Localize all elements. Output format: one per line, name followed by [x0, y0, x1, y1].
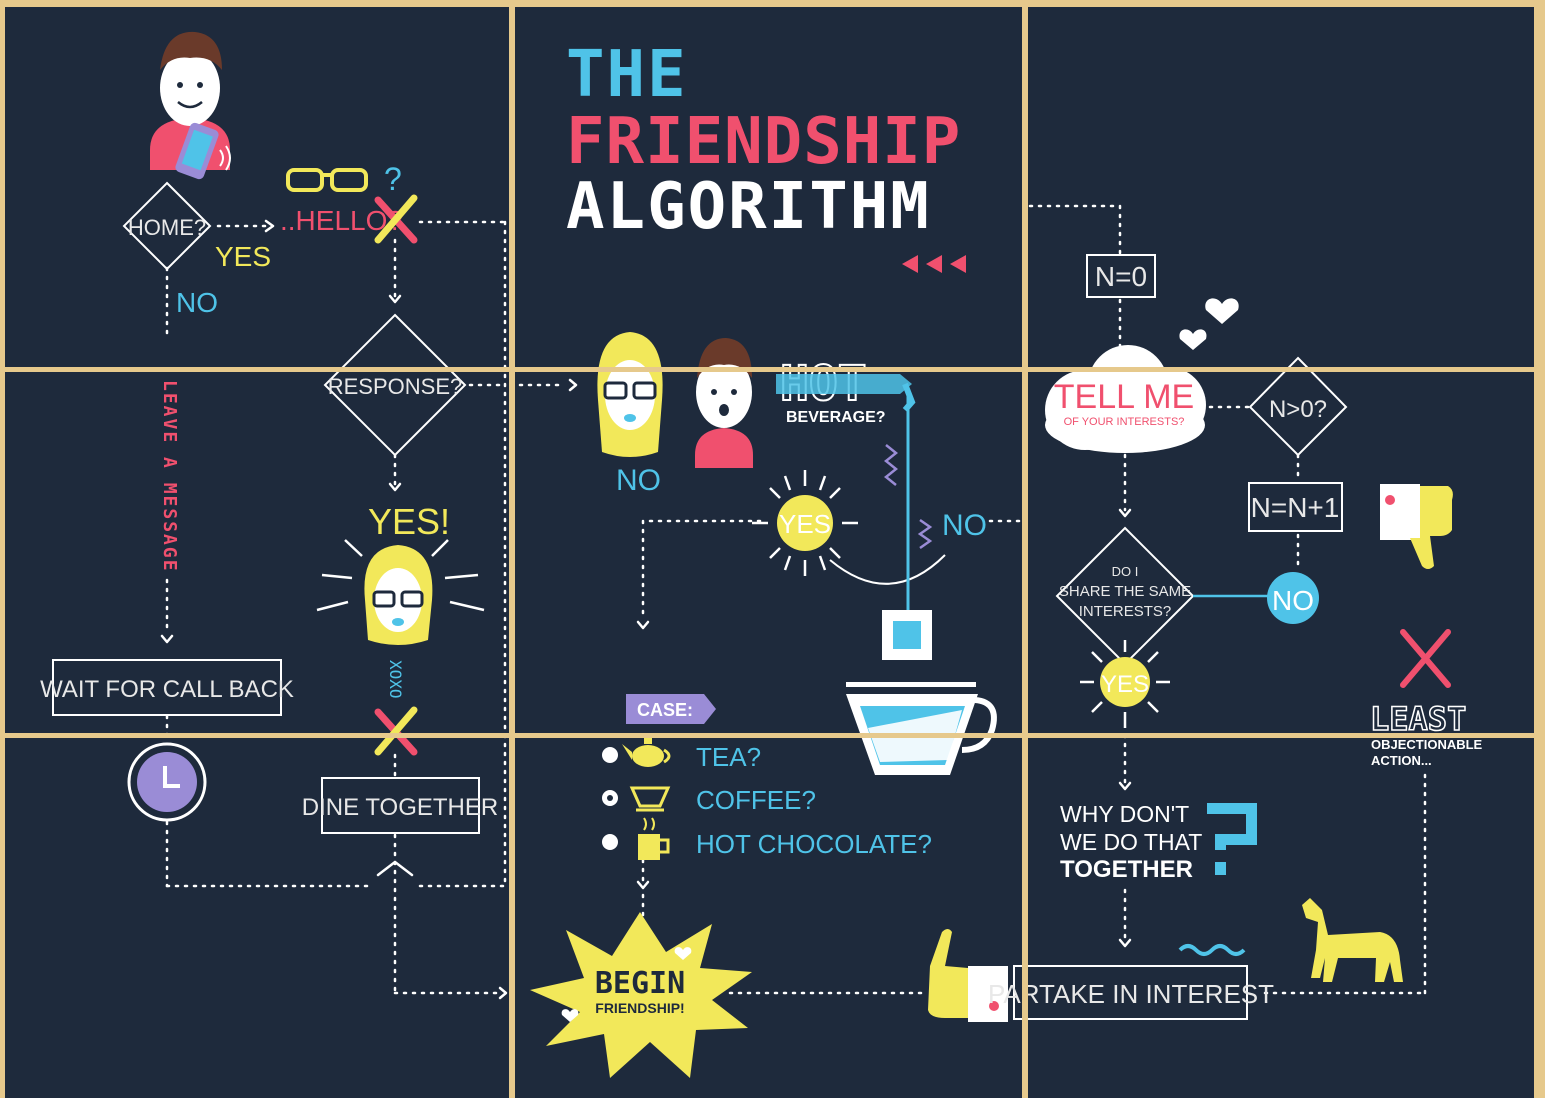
tell-me-label: TELL ME	[1054, 378, 1194, 416]
cross-icon	[1400, 629, 1451, 688]
yes-sun-label: YES	[779, 509, 831, 539]
yes-small-label: YES	[215, 241, 271, 272]
horse-icon	[1302, 898, 1403, 982]
no-beverage-label: NO	[616, 464, 661, 497]
xoxo-label: XOXO	[386, 660, 405, 699]
heart-icon	[674, 947, 692, 960]
share-line-2: SHARE THE SAME	[1059, 583, 1191, 600]
leave-message-label: LEAVE A MESSAGE	[159, 380, 180, 573]
option-tea: TEA?	[602, 738, 761, 772]
question-mark: ?	[384, 161, 402, 197]
case-label: CASE:	[637, 700, 693, 720]
begin-label: BEGIN	[595, 966, 685, 1001]
cloud-icon: TELL ME OF YOUR INTERESTS?	[1045, 345, 1206, 453]
wave-icon	[1178, 944, 1246, 956]
home-label: HOME?	[128, 215, 206, 240]
thumbs-down-icon	[1380, 484, 1453, 569]
n-zero-box: N=0	[1086, 254, 1156, 298]
no-circle-label: NO	[1272, 585, 1314, 616]
clock-icon	[127, 742, 207, 822]
action-label: ACTION...	[1371, 753, 1432, 768]
fork-knife-icon	[374, 194, 418, 244]
case-tag: CASE:	[626, 694, 716, 724]
why-line-3: TOGETHER	[1060, 856, 1193, 883]
teabag-icon	[882, 610, 932, 660]
n-increment-label: N=N+1	[1251, 492, 1340, 523]
n-increment-box: N=N+1	[1248, 482, 1343, 532]
title-block: THE FRIENDSHIP ALGORITHM	[566, 38, 966, 273]
woman-avatar-icon	[316, 539, 485, 645]
yes-big-label: YES!	[368, 501, 450, 542]
heart-icon	[1205, 298, 1239, 324]
woman-avatar-icon	[597, 332, 663, 457]
friendship-label: FRIENDSHIP!	[595, 1000, 684, 1016]
title-line-algorithm: ALGORITHM	[566, 170, 931, 244]
man-avatar-icon	[695, 338, 753, 468]
response-decision: RESPONSE?	[323, 313, 467, 457]
n-zero-label: N=0	[1095, 261, 1147, 292]
objectionable-label: OBJECTIONABLE	[1371, 737, 1483, 752]
radio-tea	[602, 747, 618, 763]
thumbs-up-icon	[928, 929, 1008, 1022]
arrow-left-icon	[902, 255, 966, 273]
tell-me-sub-label: OF YOUR INTERESTS?	[1064, 416, 1185, 428]
title-line-friendship: FRIENDSHIP	[566, 105, 961, 179]
no-small-label: NO	[176, 287, 218, 318]
sun-icon: YES	[1080, 640, 1170, 728]
why-line-1: WHY DON'T	[1060, 801, 1189, 827]
wait-call-back-box: WAIT FOR CALL BACK	[40, 659, 294, 716]
heart-icon	[561, 1009, 579, 1022]
no-right-label: NO	[942, 509, 987, 542]
partake-box: PARTAKE IN INTEREST	[988, 965, 1274, 1020]
share-line-1: DO I	[1112, 564, 1139, 579]
least-label: LEAST	[1370, 700, 1466, 738]
option-tea-label: TEA?	[696, 742, 761, 772]
option-hot-chocolate: HOT CHOCOLATE?	[602, 817, 932, 860]
response-label: RESPONSE?	[328, 374, 463, 399]
why-line-2: WE DO THAT	[1060, 829, 1202, 855]
no-circle: NO	[1267, 572, 1319, 624]
option-hot-chocolate-label: HOT CHOCOLATE?	[696, 829, 932, 859]
yes-sun2-label: YES	[1101, 671, 1149, 698]
n-gt-zero-decision: N>0?	[1248, 356, 1348, 457]
dine-together-label: DINE TOGETHER	[302, 794, 498, 821]
heart-icon	[1179, 329, 1207, 350]
fork-knife-icon	[374, 706, 418, 756]
title-line-the: THE	[566, 38, 688, 112]
phone-icon	[175, 122, 231, 180]
question-mark-icon	[1207, 803, 1257, 875]
coffee-filter-icon	[629, 786, 671, 812]
glasses-icon	[286, 168, 368, 192]
n-gt-zero-label: N>0?	[1269, 396, 1327, 423]
partake-label: PARTAKE IN INTEREST	[988, 979, 1274, 1009]
curved-arrow	[829, 554, 946, 585]
mug-icon	[638, 817, 670, 860]
begin-friendship-burst: BEGIN FRIENDSHIP!	[530, 912, 752, 1078]
dine-together-box: DINE TOGETHER	[302, 777, 498, 834]
radio-hot-chocolate	[602, 834, 618, 850]
share-line-3: INTERESTS?	[1079, 603, 1172, 620]
home-decision: HOME?	[122, 181, 212, 271]
beverage-label: BEVERAGE?	[786, 409, 886, 426]
option-coffee: COFFEE?	[602, 785, 816, 815]
option-coffee-label: COFFEE?	[696, 785, 816, 815]
flow-connectors	[165, 204, 1427, 995]
sun-icon: YES	[752, 470, 858, 576]
steam-icon	[883, 444, 933, 550]
share-interests-decision: DO I SHARE THE SAME INTERESTS?	[1055, 526, 1195, 666]
teapot-icon	[622, 738, 671, 767]
wait-call-back-label: WAIT FOR CALL BACK	[40, 676, 294, 703]
arrow-heads	[160, 219, 1132, 1000]
